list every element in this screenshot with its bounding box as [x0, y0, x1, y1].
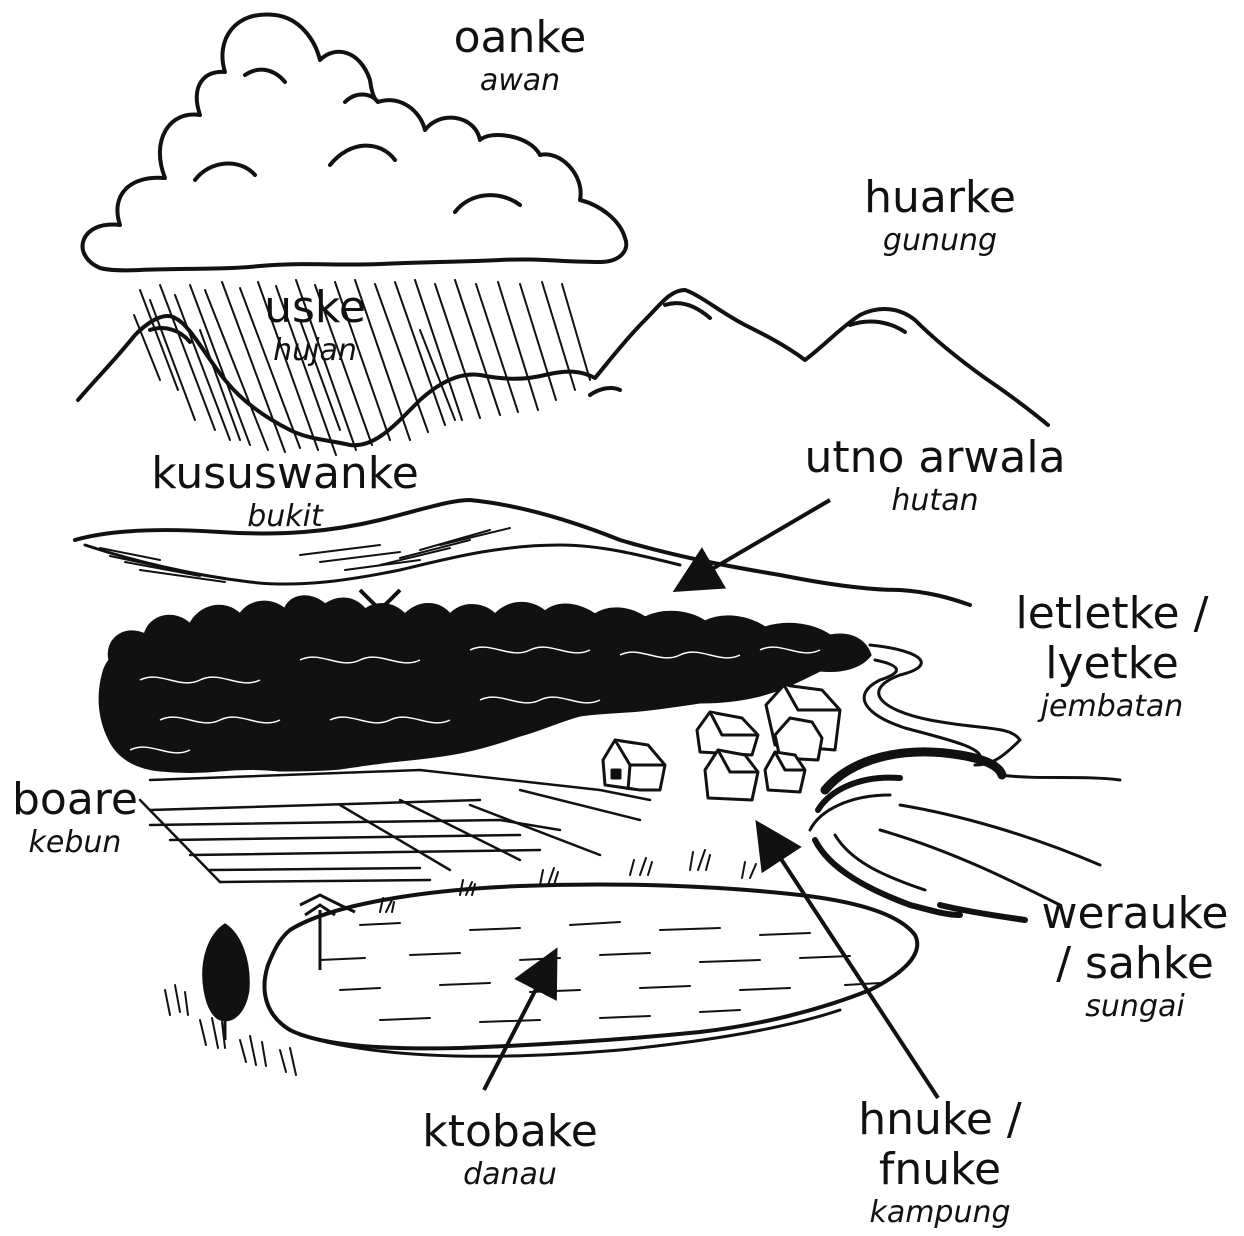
rain-term: uske	[225, 286, 405, 330]
bridge-gloss: jembatan	[990, 692, 1234, 722]
rain-gloss: hujan	[225, 336, 405, 366]
cloud-term: oanke	[420, 16, 620, 60]
hill-term: kususwanke	[140, 452, 430, 496]
bridge-label: letletke / lyetke jembatan	[990, 592, 1234, 722]
river-term-line2: / sahke	[1030, 942, 1240, 986]
garden-gloss: kebun	[0, 828, 150, 858]
village-gloss: kampung	[840, 1198, 1040, 1228]
village-arrow	[762, 830, 938, 1098]
village-term-line1: hnuke /	[840, 1098, 1040, 1142]
river-gloss: sungai	[1030, 992, 1240, 1022]
bridge-term-line1: letletke /	[990, 592, 1234, 636]
mountain-label: huarke gunung	[840, 176, 1040, 256]
lake-ripples	[320, 922, 880, 1022]
village-label: hnuke / fnuke kampung	[840, 1098, 1040, 1228]
bridge-term-line2: lyetke	[990, 642, 1234, 686]
lake-label: ktobake danau	[400, 1110, 620, 1190]
hill-label: kususwanke bukit	[140, 452, 430, 532]
river-label: werauke / sahke sungai	[1030, 892, 1240, 1022]
cloud-label: oanke awan	[420, 16, 620, 96]
hill-gloss: bukit	[140, 502, 430, 532]
forest-label: utno arwala hutan	[790, 436, 1080, 516]
mountain-term: huarke	[840, 176, 1040, 220]
lake-drawing	[264, 884, 917, 1056]
lakeside-tree	[204, 895, 355, 1040]
garden-term: boare	[0, 778, 150, 822]
village-term-line2: fnuke	[840, 1148, 1040, 1192]
rain-label: uske hujan	[225, 286, 405, 366]
forest-gloss: hutan	[790, 486, 1080, 516]
lake-gloss: danau	[400, 1160, 620, 1190]
garden-label: boare kebun	[0, 778, 150, 858]
lake-term: ktobake	[400, 1110, 620, 1154]
mountain-gloss: gunung	[840, 226, 1040, 256]
garden-drawing	[140, 770, 650, 882]
forest-term: utno arwala	[790, 436, 1080, 480]
cloud-gloss: awan	[420, 66, 620, 96]
hill-shading	[100, 528, 510, 582]
lake-arrow	[484, 958, 552, 1090]
river-term-line1: werauke	[1030, 892, 1240, 936]
